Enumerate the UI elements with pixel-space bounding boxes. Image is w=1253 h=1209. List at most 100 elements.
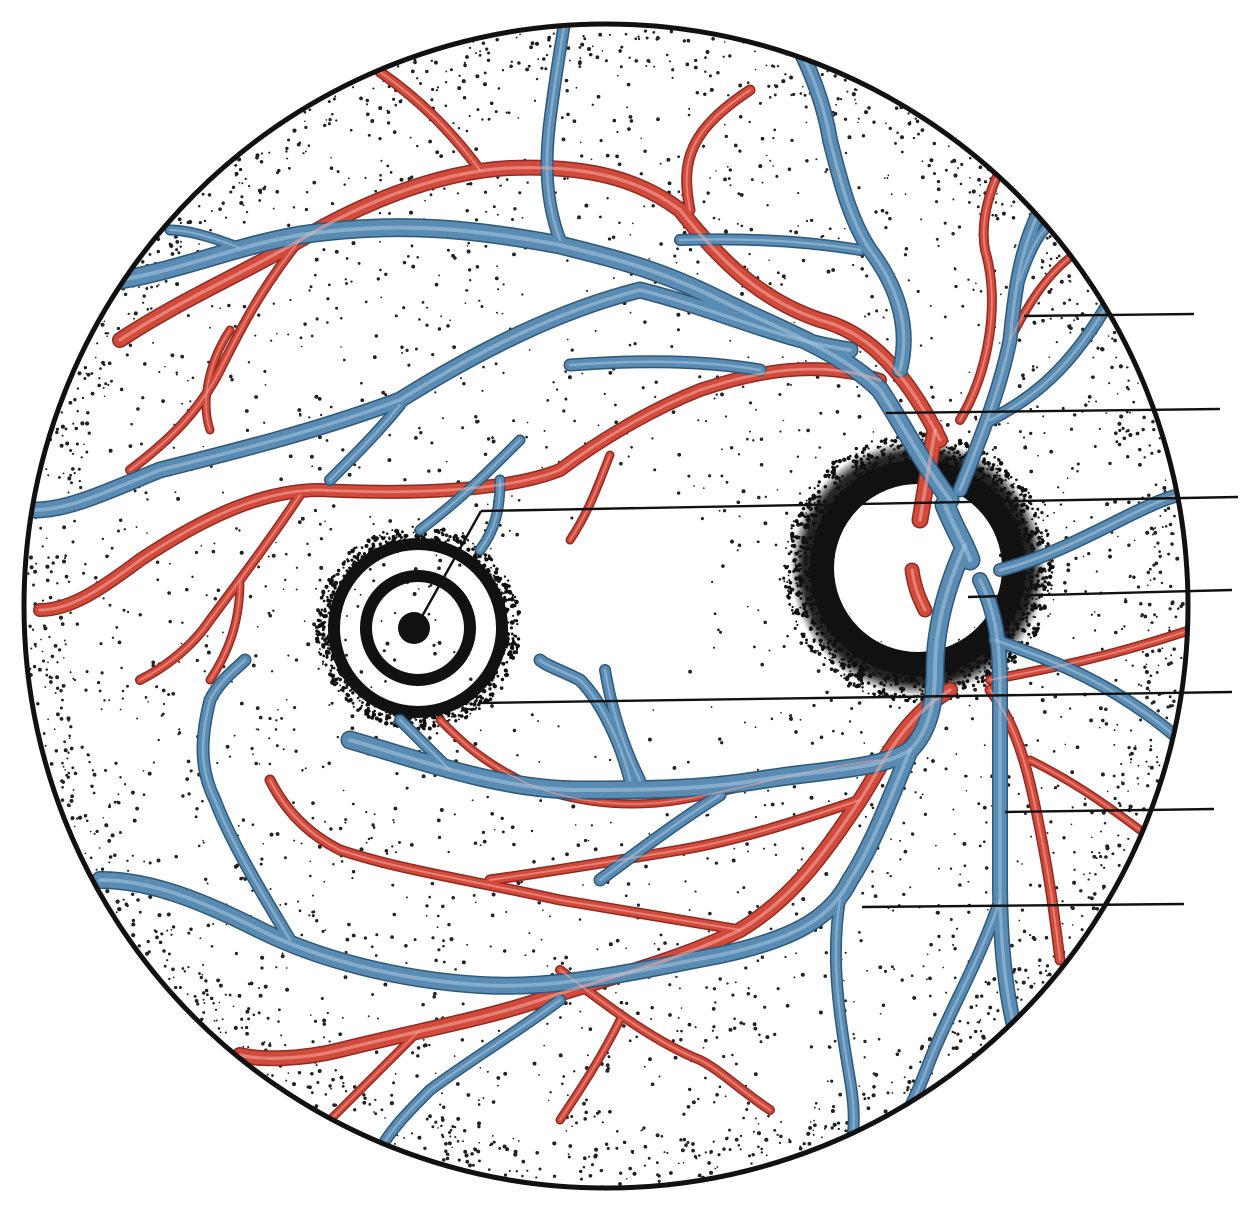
stipple-dot	[257, 1011, 261, 1015]
stipple-dot	[1164, 657, 1167, 660]
stipple-dot	[379, 178, 382, 182]
disc-speckle-dot	[982, 674, 985, 678]
stipple-dot	[144, 696, 148, 699]
stipple-dot	[275, 541, 277, 544]
stipple-dot	[685, 62, 690, 67]
stipple-dot	[812, 1133, 815, 1136]
stipple-dot	[1164, 479, 1167, 482]
stipple-dot	[329, 166, 334, 170]
stipple-dot	[438, 558, 443, 563]
stipple-dot	[812, 703, 816, 708]
stipple-dot	[87, 431, 91, 435]
stipple-dot	[251, 663, 256, 668]
disc-speckle-dot	[1012, 482, 1015, 485]
stipple-dot	[760, 1147, 764, 1151]
stipple-dot	[755, 408, 758, 411]
stipple-dot	[198, 972, 201, 975]
stipple-dot	[758, 164, 763, 169]
stipple-dot	[513, 207, 517, 211]
stipple-dot	[76, 409, 79, 413]
disc-speckle-dot	[860, 666, 864, 670]
stipple-dot	[745, 1107, 749, 1112]
stipple-dot	[890, 838, 892, 841]
stipple-dot	[510, 495, 513, 497]
stipple-dot	[258, 199, 262, 202]
stipple-dot	[466, 182, 470, 186]
stipple-dot	[579, 57, 582, 60]
stipple-dot	[1068, 326, 1071, 330]
stipple-dot	[216, 978, 221, 983]
stipple-dot	[579, 1010, 582, 1013]
stipple-dot	[263, 369, 267, 373]
stipple-dot	[809, 795, 814, 800]
stipple-dot	[73, 771, 78, 776]
stipple-dot	[138, 910, 142, 914]
stipple-dot	[452, 345, 456, 349]
disc-speckle-dot	[842, 658, 846, 661]
stipple-dot	[763, 1005, 767, 1009]
stipple-dot	[203, 219, 207, 223]
disc-speckle-dot	[1039, 531, 1043, 535]
stipple-dot	[1108, 382, 1111, 385]
disc-speckle-dot	[893, 678, 896, 681]
stipple-dot	[107, 361, 112, 366]
stipple-dot	[428, 1043, 431, 1047]
stipple-dot	[1139, 718, 1143, 722]
stipple-dot	[628, 1039, 632, 1043]
stipple-dot	[617, 74, 619, 77]
stipple-dot	[842, 432, 846, 436]
stipple-dot	[187, 379, 189, 382]
disc-speckle-dot	[849, 670, 852, 673]
stipple-dot	[322, 1036, 326, 1039]
stipple-dot	[466, 249, 471, 254]
disc-speckle-dot	[942, 449, 946, 453]
stipple-dot	[754, 1117, 757, 1120]
stipple-dot	[365, 98, 370, 103]
stipple-dot	[571, 804, 576, 809]
stipple-dot	[456, 192, 459, 195]
disc-speckle-dot	[854, 459, 859, 464]
stipple-dot	[891, 909, 895, 912]
stipple-dot	[254, 395, 259, 399]
stipple-dot	[1113, 743, 1116, 746]
stipple-dot	[489, 547, 492, 550]
stipple-dot	[648, 1057, 652, 1062]
stipple-dot	[478, 1159, 481, 1163]
stipple-dot	[640, 1129, 643, 1132]
disc-speckle-dot	[1015, 626, 1020, 631]
stipple-dot	[753, 50, 756, 53]
disc-speckle-dot	[958, 453, 962, 457]
disc-speckle-dot	[893, 448, 896, 451]
disc-speckle-dot	[984, 669, 989, 674]
disc-speckle-dot	[1036, 626, 1040, 631]
stipple-dot	[1164, 525, 1168, 528]
stipple-dot	[189, 400, 192, 403]
disc-speckle-dot	[840, 485, 842, 488]
stipple-dot	[252, 1013, 256, 1017]
stipple-dot	[297, 408, 302, 412]
stipple-dot	[70, 481, 73, 485]
stipple-dot	[105, 889, 110, 894]
stipple-dot	[588, 1173, 593, 1178]
stipple-dot	[97, 681, 101, 685]
stipple-dot	[423, 1146, 427, 1150]
stipple-dot	[1055, 256, 1059, 260]
stipple-dot	[1137, 382, 1139, 384]
stipple-dot	[1033, 982, 1036, 985]
stipple-dot	[590, 1163, 595, 1167]
stipple-dot	[596, 948, 599, 951]
stipple-dot	[546, 1022, 549, 1026]
stipple-dot	[628, 56, 631, 59]
stipple-dot	[464, 302, 467, 304]
stipple-dot	[370, 119, 375, 123]
stipple-dot	[436, 818, 441, 823]
stipple-dot	[372, 579, 376, 583]
stipple-dot	[801, 847, 805, 850]
stipple-dot	[41, 599, 45, 602]
stipple-dot	[742, 1022, 746, 1026]
stipple-dot	[645, 36, 649, 40]
disc-speckle-dot	[1036, 622, 1041, 626]
stipple-dot	[283, 856, 287, 860]
stipple-dot	[431, 87, 435, 92]
stipple-dot	[108, 699, 111, 702]
